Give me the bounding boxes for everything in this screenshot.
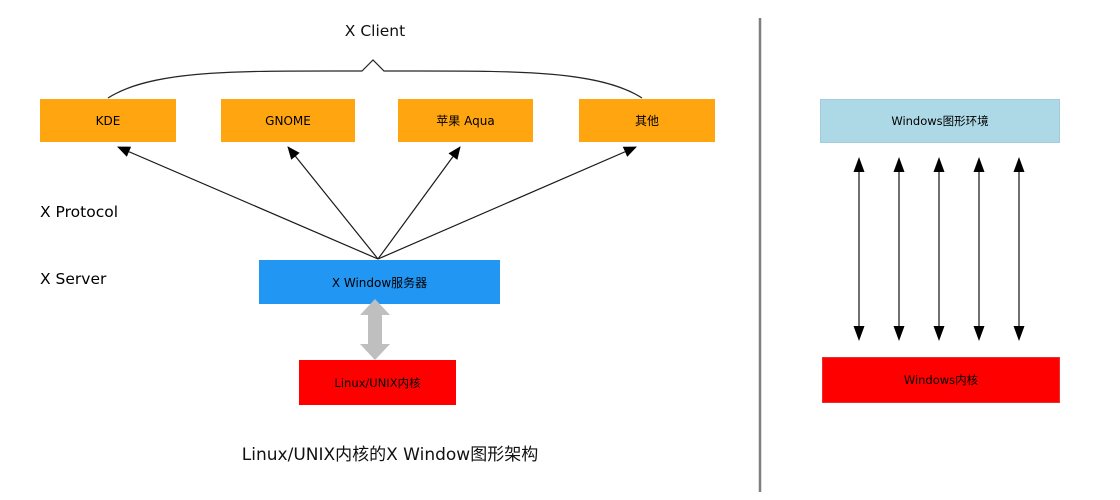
client-box-gnome: GNOME: [221, 99, 355, 142]
client-box-gnome-label: GNOME: [265, 113, 311, 128]
windows-kernel-label: Windows内核: [903, 373, 979, 387]
client-box-aqua: 苹果 Aqua: [398, 99, 533, 142]
client-box-kde-label: KDE: [95, 113, 121, 128]
protocol-arrow-kde: [117, 146, 379, 260]
protocol-arrow-aqua: [377, 146, 461, 260]
client-box-aqua-label: 苹果 Aqua: [436, 114, 495, 128]
double-arrow-4: [973, 157, 985, 341]
linux-unix-kernel-box: Linux/UNIX内核: [299, 360, 456, 405]
windows-graphics-env-box: Windows图形环境: [820, 99, 1060, 143]
linux-unix-kernel-label: Linux/UNIX内核: [334, 375, 421, 390]
x-protocol-label: X Protocol: [40, 203, 119, 221]
x-window-server-label: X Window服务器: [331, 275, 428, 290]
protocol-arrow-gnome: [287, 146, 379, 260]
double-arrow-3: [933, 157, 945, 341]
double-arrow-1: [853, 157, 865, 341]
x-window-server-box: X Window服务器: [259, 260, 500, 304]
x-server-label: X Server: [40, 270, 107, 288]
protocol-arrow-other: [377, 146, 637, 260]
server-kernel-double-arrow: [360, 299, 390, 360]
client-box-other-label: 其他: [634, 114, 659, 128]
x-client-brace: [107, 59, 643, 99]
diagram-caption: Linux/UNIX内核的X Window图形架构: [241, 445, 539, 465]
client-box-other: 其他: [579, 99, 715, 142]
client-box-kde: KDE: [40, 99, 176, 142]
windows-double-arrows: [853, 157, 1025, 341]
windows-kernel-box: Windows内核: [822, 357, 1060, 403]
double-arrow-5: [1013, 157, 1025, 341]
windows-graphics-env-label: Windows图形环境: [891, 114, 989, 128]
double-arrow-2: [893, 157, 905, 341]
x-client-title: X Client: [344, 22, 406, 40]
